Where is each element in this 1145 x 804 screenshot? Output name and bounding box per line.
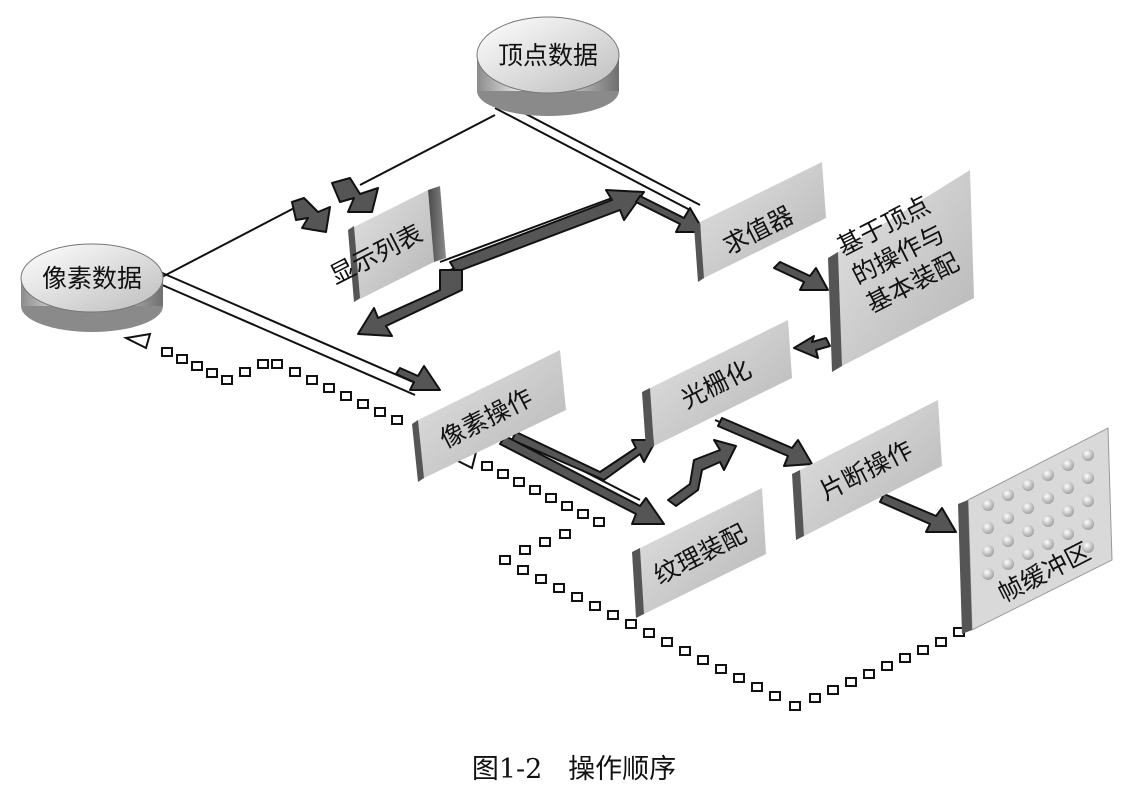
per-vertex-ops-box: 基于顶点 的操作与 基本装配 (828, 170, 974, 372)
arrow-raster-to-fragment (717, 417, 813, 467)
arrow-pixel-to-pixel-ops (395, 365, 441, 391)
arrow-vertex-to-display-list (331, 177, 379, 213)
framebuffer-pixel-grid (982, 449, 1094, 580)
arrow-evaluator-to-per-vertex (773, 261, 829, 291)
vertex-data-disk: 顶点数据 (476, 16, 620, 116)
arrow-vertex-to-evaluator (635, 195, 705, 233)
vertex-data-label: 顶点数据 (498, 41, 598, 70)
rasterization-box: 光栅化 (642, 320, 792, 450)
arrow-texture-to-raster (667, 439, 737, 507)
arrow-display-list-to-evaluator (449, 189, 645, 273)
arrow-fragment-to-framebuffer (879, 493, 957, 533)
arrow-pixel-to-display-list (291, 197, 331, 233)
feedback-path-to-pixel-data (122, 332, 403, 425)
display-list-box: 显示列表 (325, 186, 446, 302)
arrow-per-vertex-to-raster (793, 335, 831, 359)
framebuffer-box: 帧缓冲区 (958, 427, 1113, 634)
pixel-data-disk: 像素数据 (20, 243, 164, 332)
arrow-pixel-ops-to-raster (511, 431, 657, 481)
feedback-path-to-pixel-ops (449, 450, 965, 711)
arrow-display-list-to-pixel-ops (357, 269, 463, 337)
evaluator-box: 求值器 (694, 162, 826, 282)
arrow-pixel-ops-to-texture (499, 435, 665, 525)
flow-arrows (291, 177, 957, 533)
pixel-data-label: 像素数据 (42, 264, 142, 293)
figure-caption: 图1-2 操作顺序 (472, 754, 676, 785)
